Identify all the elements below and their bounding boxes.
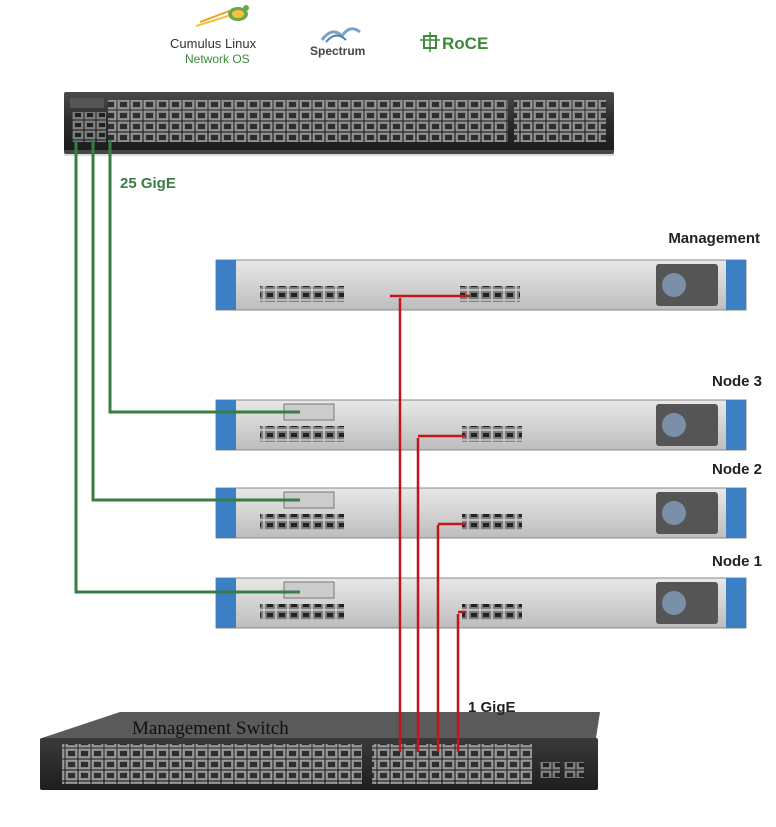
roce-chip-icon xyxy=(420,32,440,52)
spectrum-switch xyxy=(64,92,614,156)
cumulus-subtitle: Network OS xyxy=(185,52,250,66)
server-label-management: Management xyxy=(668,230,760,247)
management-switch: Management Switch xyxy=(40,712,600,790)
spectrum-text: Spectrum xyxy=(310,44,365,58)
server-node-3 xyxy=(215,399,747,451)
link-green-node-2 xyxy=(91,140,300,502)
spectrum-wave-icon xyxy=(320,27,361,43)
cumulus-turtle-icon xyxy=(195,5,249,27)
link-green-node-3 xyxy=(108,140,300,414)
server-label-node-3: Node 3 xyxy=(712,373,762,390)
server-label-node-2: Node 2 xyxy=(712,461,762,478)
cumulus-logo: Cumulus Linux Network OS xyxy=(170,5,257,66)
link-label-1gige: 1 GigE xyxy=(468,699,516,716)
links-1gige xyxy=(390,294,470,752)
management-switch-title: Management Switch xyxy=(132,718,289,739)
links-25gige xyxy=(74,140,300,594)
link-label-25gige: 25 GigE xyxy=(120,175,176,192)
server-node-1 xyxy=(215,577,747,629)
server-label-node-1: Node 1 xyxy=(712,553,762,570)
server-node-2 xyxy=(215,487,747,539)
roce-logo: RoCE xyxy=(420,32,488,53)
roce-text: RoCE xyxy=(442,34,488,53)
spectrum-logo: Spectrum xyxy=(310,27,365,58)
server-management xyxy=(215,259,747,311)
link-green-node-1 xyxy=(74,140,300,594)
cumulus-title-linux: Linux xyxy=(225,36,257,51)
cumulus-title: Cumulus xyxy=(170,36,222,51)
